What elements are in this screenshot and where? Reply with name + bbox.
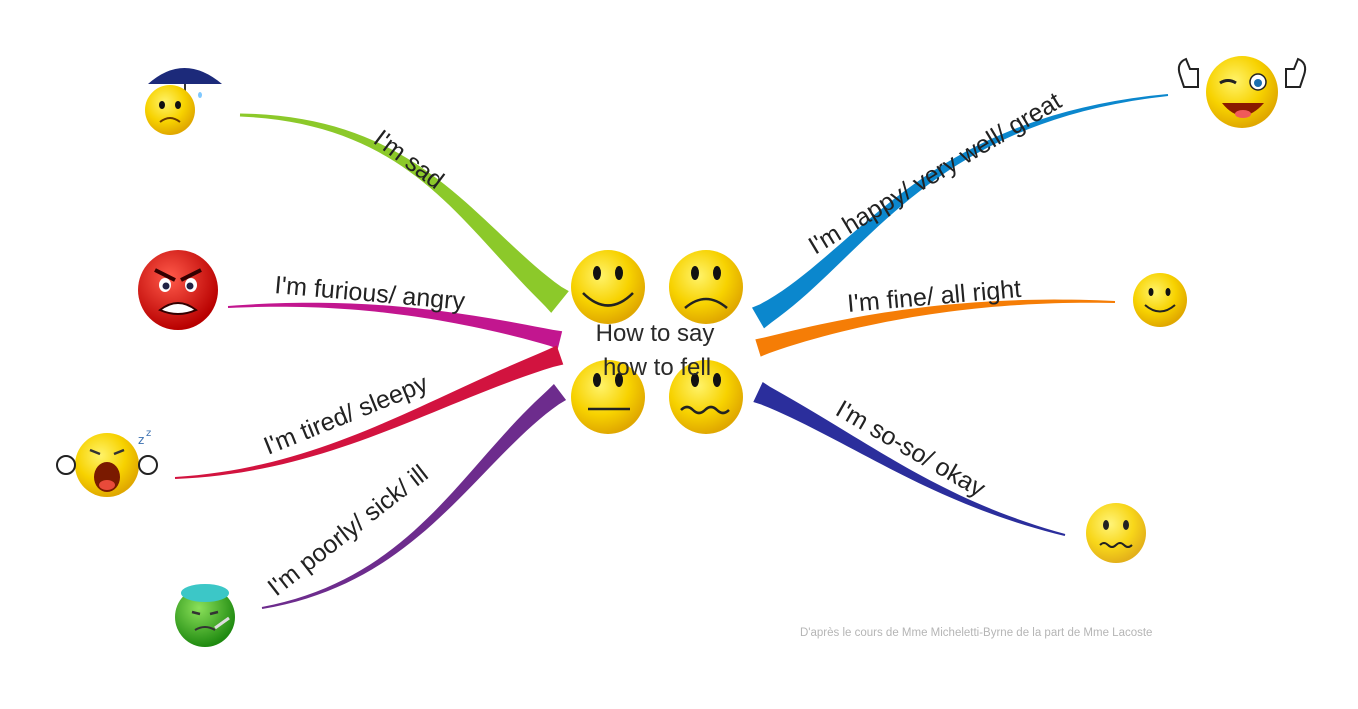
yawning-sleepy-emoji-icon: z z	[56, 428, 158, 497]
sad-face-icon	[669, 250, 743, 324]
svg-text:z: z	[146, 428, 151, 439]
branch-line	[753, 382, 1066, 536]
smiley-emoji-icon	[1133, 273, 1187, 327]
winking-thumbs-up-emoji-icon	[1177, 56, 1307, 128]
sick-emoji-icon	[175, 584, 235, 647]
wavy-mouth-face-icon	[669, 360, 743, 434]
branch-line	[227, 302, 563, 349]
branch-line	[755, 299, 1116, 357]
branch-label-sad[interactable]: I'm sad	[368, 124, 449, 194]
svg-text:z: z	[138, 433, 144, 447]
happy-face-icon	[571, 250, 645, 324]
sad-umbrella-emoji-icon	[145, 68, 222, 135]
uneasy-emoji-icon	[1086, 503, 1146, 563]
branch-line	[261, 384, 567, 609]
branch-label-happy[interactable]: I'm happy/ very well/ great	[804, 87, 1067, 260]
central-title-line-1: How to say	[596, 320, 715, 347]
central-node[interactable]: How to say how to fell	[571, 250, 743, 434]
branch-line	[751, 94, 1169, 329]
branch-lines	[174, 94, 1169, 609]
angry-emoji-icon	[138, 250, 218, 330]
central-title-line-2: how to fell	[603, 354, 711, 381]
neutral-face-icon	[571, 360, 645, 434]
credit-text: D'après le cours de Mme Micheletti-Byrne…	[800, 627, 1152, 639]
branch-line	[239, 113, 569, 313]
